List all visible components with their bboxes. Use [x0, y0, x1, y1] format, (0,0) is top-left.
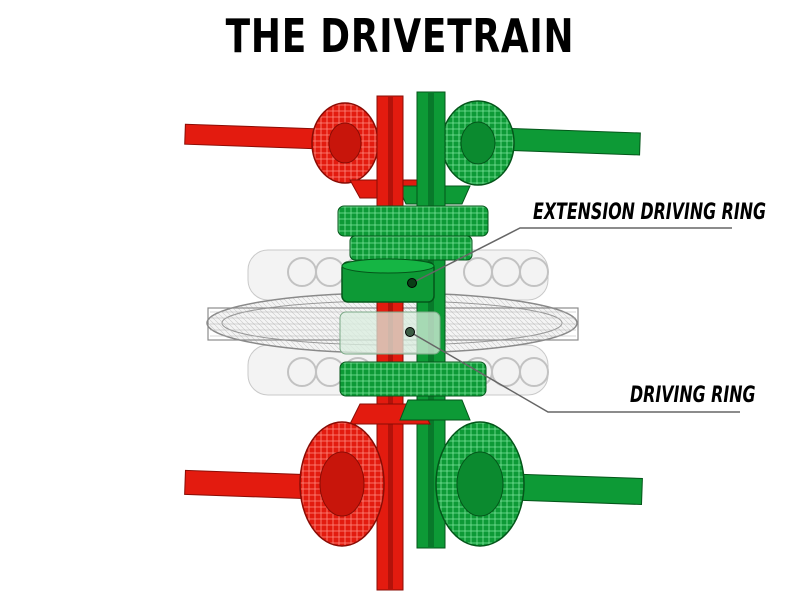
bottom-red-gear	[299, 421, 385, 547]
driving-ring	[339, 311, 441, 355]
extension-driving-ring-label: EXTENSION DRIVING RING	[533, 200, 766, 225]
callout-driving-leader	[405, 327, 740, 413]
lower-bevel-gears	[349, 399, 471, 425]
top-bevel-gears	[349, 179, 471, 205]
lower-green-gear-stack	[339, 361, 487, 397]
upper-green-gear-stack	[337, 205, 489, 261]
extension-driving-ring	[341, 258, 435, 303]
page-title: THE DRIVETRAIN	[225, 9, 575, 63]
callout-extension-leader	[407, 227, 732, 288]
bottom-green-gear	[435, 421, 525, 547]
driving-ring-label: DRIVING RING	[630, 383, 756, 408]
top-green-gear	[441, 100, 515, 186]
top-red-gear	[311, 102, 379, 184]
